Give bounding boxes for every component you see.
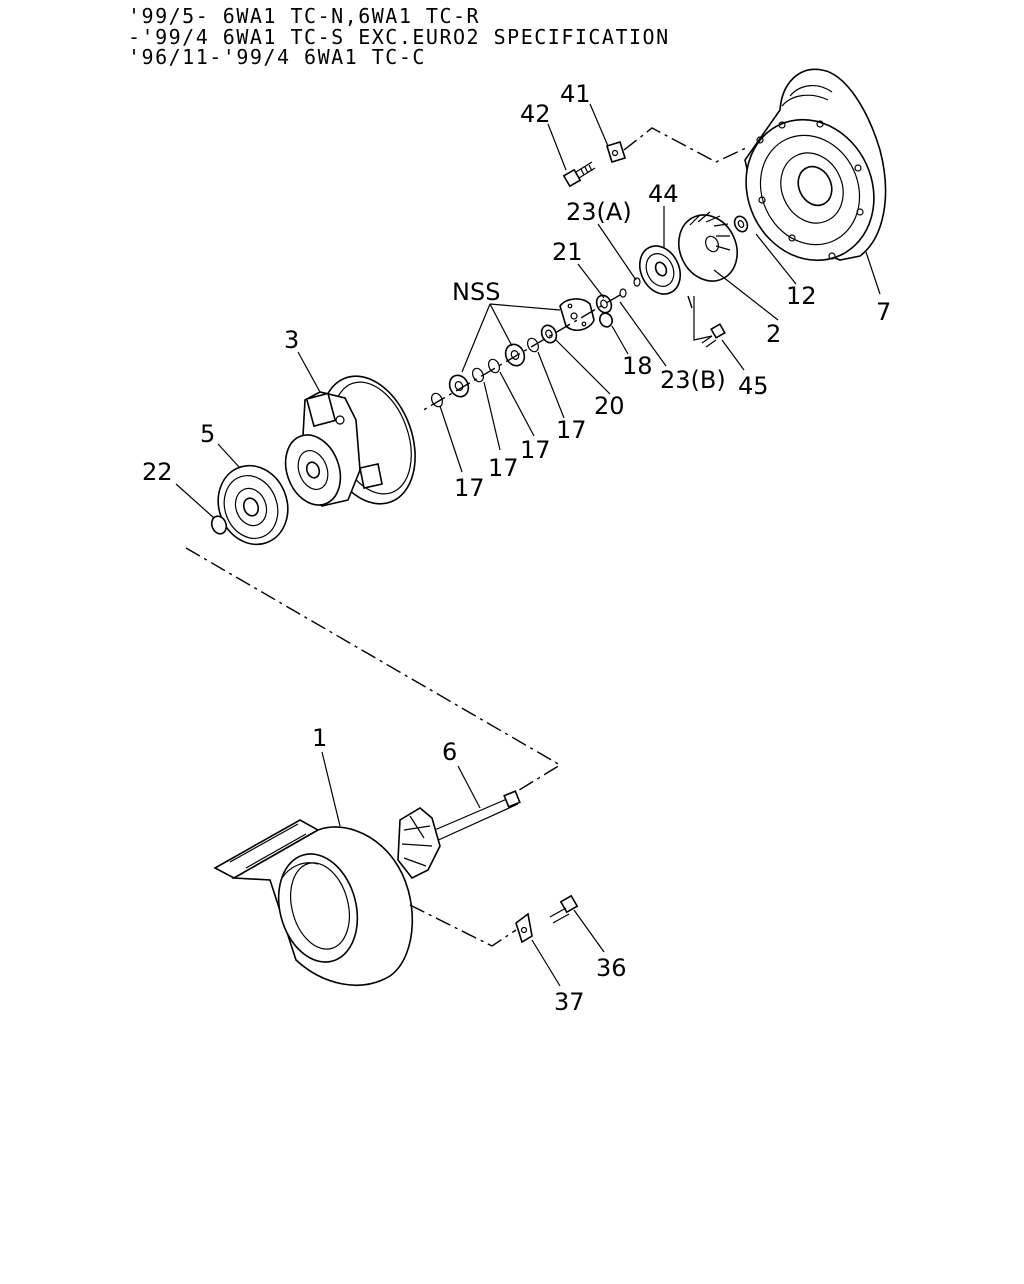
callout-23a: 23(A) [566,198,632,226]
callout-22: 22 [142,458,173,486]
callout-1: 1 [312,724,327,752]
thrust-collar-part-21[interactable] [594,293,614,315]
header-line-2: -'99/4 6WA1 TC-S EXC.EURO2 SPECIFICATION [128,25,670,49]
compressor-housing-part-7[interactable] [723,68,896,281]
header-line-3: '96/11-'99/4 6WA1 TC-C [128,45,426,69]
callout-5: 5 [200,420,215,448]
callout-nss: NSS [452,278,500,306]
lock-plate-part-37[interactable] [515,912,533,944]
bearing-housing-part-3[interactable] [276,363,432,517]
callout-labels: 41 42 44 23(A) 21 NSS 12 7 2 3 18 23(B) … [142,80,891,1016]
lock-plate-part-41[interactable] [605,141,627,163]
header-line-1: '99/5- 6WA1 TC-N,6WA1 TC-R [128,4,481,28]
thrust-bearing-nss[interactable] [559,298,595,332]
heat-shield-part-5[interactable] [207,456,298,554]
callout-41: 41 [560,80,591,108]
callout-45: 45 [738,372,769,400]
callout-17-b: 17 [520,436,551,464]
callout-2: 2 [766,320,781,348]
callout-12: 12 [786,282,817,310]
thrust-ring-part-18[interactable] [598,311,615,329]
compressor-wheel-part-2[interactable] [668,205,747,290]
callout-17-d: 17 [454,474,485,502]
turbine-housing-part-1[interactable] [213,819,414,987]
callout-42: 42 [520,100,551,128]
screw-part-45[interactable] [701,323,726,348]
callout-37: 37 [554,988,585,1016]
o-ring-part-23b[interactable] [619,288,627,298]
assembly-centerlines [185,127,747,947]
o-ring-part-23a[interactable] [633,277,641,287]
callout-3: 3 [284,326,299,354]
snap-ring-part-17-c[interactable] [471,367,486,384]
callout-36: 36 [596,954,627,982]
callout-17-a: 17 [556,416,587,444]
leader-lines [175,103,881,987]
callout-17-c: 17 [488,454,519,482]
journal-bearing-nss-1[interactable] [502,341,528,369]
snap-ring-part-17-b[interactable] [487,358,502,375]
nut-part-12[interactable] [732,214,750,234]
callout-20: 20 [594,392,625,420]
journal-bearing-nss-2[interactable] [446,372,472,400]
callout-6: 6 [442,738,457,766]
bolt-part-36[interactable] [549,894,579,924]
piston-ring-part-22[interactable] [209,514,228,536]
bolt-part-42[interactable] [562,161,596,188]
callout-7: 7 [876,298,891,326]
callout-23b: 23(B) [660,366,726,394]
washer-part-20[interactable] [539,323,559,345]
snap-ring-part-17-a[interactable] [526,337,541,354]
callout-21: 21 [552,238,583,266]
callout-18: 18 [622,352,653,380]
callout-44: 44 [648,180,679,208]
turbine-wheel-shaft-part-6[interactable] [397,790,521,880]
seal-plate-part-44[interactable] [632,239,688,300]
